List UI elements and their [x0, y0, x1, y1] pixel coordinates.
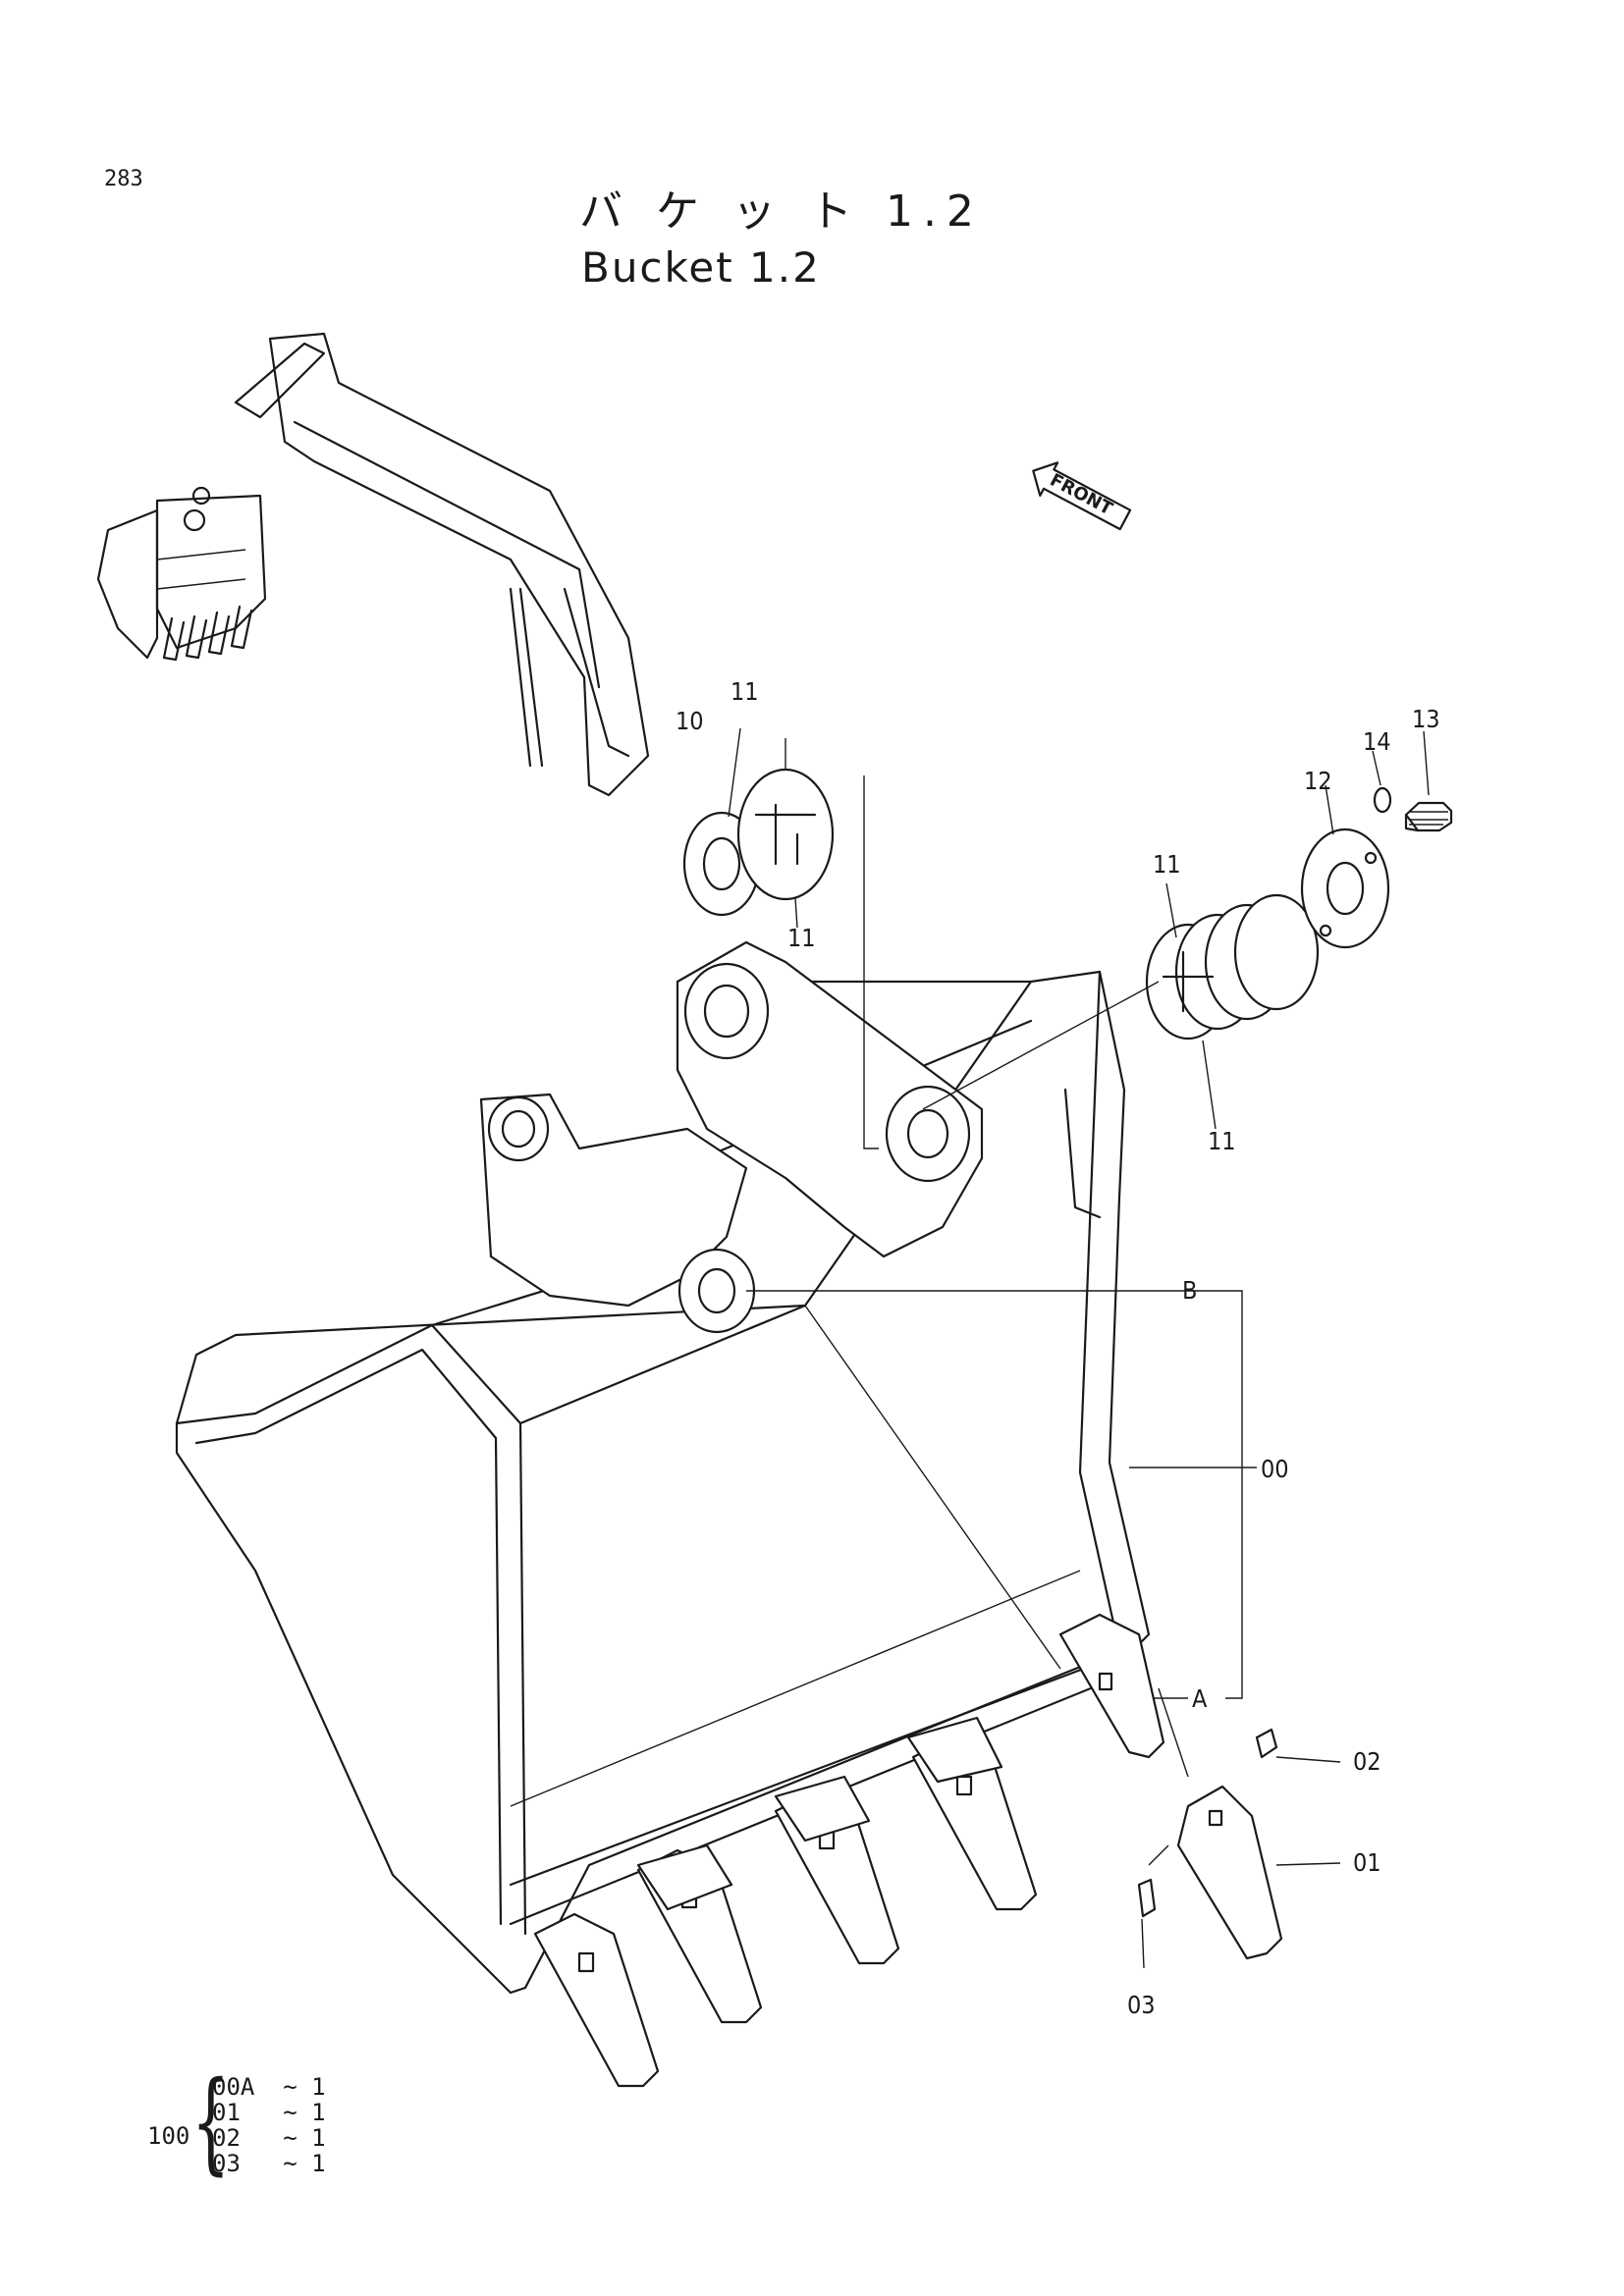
callout-11-right-top: 11 [1153, 850, 1181, 879]
page-number: 283 [104, 167, 143, 191]
callout-01: 01 [1353, 1848, 1381, 1877]
kit-row: 01 ~ 1 [212, 2099, 326, 2126]
callout-00: 00 [1261, 1455, 1289, 1483]
kit-row: 03 ~ 1 [212, 2150, 326, 2177]
exploded-tooth-parts [1137, 1687, 1283, 1960]
callout-A: A [1192, 1684, 1208, 1713]
title-japanese: バ ケ ッ ト 1.2 [579, 187, 984, 237]
callout-11-top: 11 [731, 677, 759, 706]
callout-11-right-bottom: 11 [1208, 1127, 1236, 1155]
callout-10: 10 [676, 707, 704, 735]
callout-B: B [1182, 1276, 1198, 1305]
leader-lines [728, 727, 1430, 1969]
callout-13: 13 [1412, 705, 1440, 733]
callout-03: 03 [1127, 1991, 1156, 2019]
shim-11-top [736, 768, 835, 901]
bucket-teeth [533, 1613, 1165, 2088]
kit-row: 00A ~ 1 [212, 2073, 326, 2101]
excavator-arm-inset [96, 332, 650, 797]
pin-hardware [682, 768, 1453, 1149]
plate-12 [1300, 828, 1390, 949]
callout-02: 02 [1353, 1747, 1381, 1776]
kit-row: 02 ~ 1 [212, 2124, 326, 2152]
kit-brace: { [191, 2058, 231, 2186]
title-english: Bucket 1.2 [581, 243, 821, 292]
callout-12: 12 [1304, 767, 1332, 795]
bucket-lugs [479, 940, 984, 1334]
callout-14: 14 [1363, 727, 1391, 756]
callout-11-mid: 11 [787, 924, 816, 952]
kit-assembly-number: 100 [147, 2122, 190, 2150]
washer-14 [1373, 786, 1392, 814]
bolt-13 [1404, 801, 1453, 832]
front-arrow-icon: FRONT [1022, 452, 1139, 540]
